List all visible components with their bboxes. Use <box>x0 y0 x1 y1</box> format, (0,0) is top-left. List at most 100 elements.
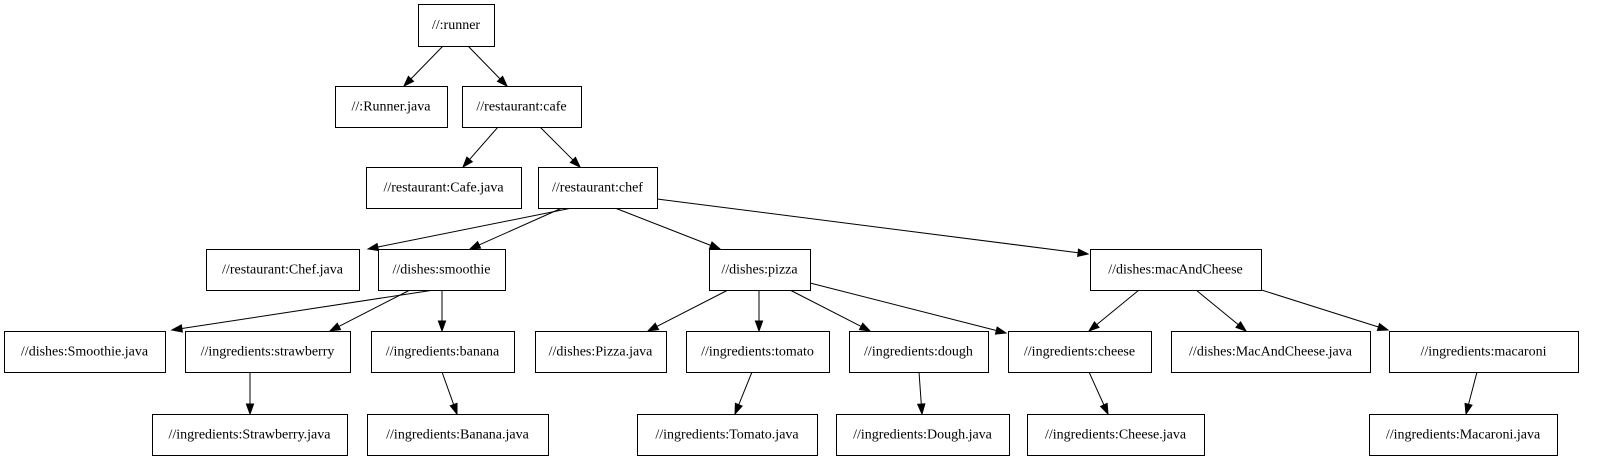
graph-edge <box>441 371 458 416</box>
node-box[interactable] <box>366 167 522 209</box>
graph-node-strawberry_java[interactable]: //ingredients:Strawberry.java <box>152 414 348 456</box>
edge-arrowhead <box>462 156 474 169</box>
node-label: //ingredients:Cheese.java <box>1045 428 1187 443</box>
graph-node-runner_java[interactable]: //:Runner.java <box>335 86 448 128</box>
node-box[interactable] <box>538 167 658 209</box>
graph-node-macaroni_java[interactable]: //ingredients:Macaroni.java <box>1369 414 1558 456</box>
edge-arrowhead <box>858 322 872 332</box>
edge-line <box>1088 371 1105 406</box>
node-box[interactable] <box>335 86 448 128</box>
node-box[interactable] <box>686 331 830 373</box>
node-label: //dishes:macAndCheese <box>1108 263 1243 278</box>
edge-line <box>1096 289 1140 326</box>
graph-node-tomato_java[interactable]: //ingredients:Tomato.java <box>637 414 818 456</box>
edge-line <box>918 371 922 405</box>
edge-line <box>441 371 455 405</box>
node-box[interactable] <box>637 414 818 456</box>
graph-node-dough_java[interactable]: //ingredients:Dough.java <box>836 414 1010 456</box>
graph-edge <box>328 289 411 332</box>
graph-node-restaurant_chef[interactable]: //restaurant:chef <box>538 167 658 209</box>
node-label: //restaurant:cafe <box>476 100 566 115</box>
node-label: //ingredients:dough <box>864 345 973 360</box>
graph-edge <box>614 207 722 250</box>
node-label: //ingredients:cheese <box>1024 345 1135 360</box>
node-label: //ingredients:tomato <box>701 345 814 360</box>
graph-node-ing_cheese[interactable]: //ingredients:cheese <box>1008 331 1152 373</box>
edge-line <box>614 207 711 246</box>
edge-arrowhead <box>916 403 926 416</box>
graph-node-macncheese_java[interactable]: //dishes:MacAndCheese.java <box>1171 331 1371 373</box>
node-label: //ingredients:Banana.java <box>386 428 529 443</box>
graph-edge <box>170 289 435 333</box>
node-box[interactable] <box>371 331 515 373</box>
node-label: //ingredients:Tomato.java <box>655 428 799 443</box>
node-box[interactable] <box>462 86 582 128</box>
edge-arrowhead <box>449 402 458 416</box>
graph-edge <box>462 126 499 169</box>
node-box[interactable] <box>152 414 348 456</box>
graph-node-ing_banana[interactable]: //ingredients:banana <box>371 331 515 373</box>
node-box[interactable] <box>4 331 166 373</box>
node-box[interactable] <box>1369 414 1558 456</box>
node-box[interactable] <box>367 414 549 456</box>
edge-line <box>539 126 574 161</box>
edge-arrowhead <box>1087 321 1100 332</box>
node-box[interactable] <box>1008 331 1152 373</box>
graph-node-banana_java[interactable]: //ingredients:Banana.java <box>367 414 549 456</box>
graph-edge <box>646 289 729 332</box>
graph-edge <box>402 45 444 88</box>
graph-node-smoothie_java[interactable]: //dishes:Smoothie.java <box>4 331 166 373</box>
node-box[interactable] <box>1389 331 1579 373</box>
graph-node-ing_tomato[interactable]: //ingredients:tomato <box>686 331 830 373</box>
edge-arrowhead <box>437 320 447 333</box>
node-box[interactable] <box>709 249 811 291</box>
graph-node-dishes_pizza[interactable]: //dishes:pizza <box>709 249 811 291</box>
graph-edge <box>366 207 573 252</box>
node-label: //ingredients:Macaroni.java <box>1386 428 1541 443</box>
edge-arrowhead <box>1235 321 1248 332</box>
edge-line <box>181 289 435 329</box>
graph-node-dishes_smoothie[interactable]: //dishes:smoothie <box>378 249 506 291</box>
node-box[interactable] <box>206 249 360 291</box>
node-box[interactable] <box>1171 331 1371 373</box>
node-label: //dishes:smoothie <box>393 263 491 278</box>
graph-edge <box>734 371 753 416</box>
graph-edge <box>1088 371 1109 416</box>
graph-node-cheese_java[interactable]: //ingredients:Cheese.java <box>1027 414 1205 456</box>
edge-line <box>1468 371 1478 405</box>
node-box[interactable] <box>1090 249 1262 291</box>
graph-node-cafe_java[interactable]: //restaurant:Cafe.java <box>366 167 522 209</box>
node-label: //dishes:MacAndCheese.java <box>1189 345 1353 360</box>
node-label: //:runner <box>432 18 481 33</box>
node-box[interactable] <box>1027 414 1205 456</box>
graph-node-ing_strawberry[interactable]: //ingredients:strawberry <box>185 331 351 373</box>
graph-edge <box>1251 286 1390 331</box>
graph-node-ing_macaroni[interactable]: //ingredients:macaroni <box>1389 331 1579 373</box>
edge-line <box>469 126 499 160</box>
edge-arrowhead <box>328 322 342 332</box>
graph-edge <box>1087 289 1140 332</box>
graph-node-ing_dough[interactable]: //ingredients:dough <box>849 331 989 373</box>
graph-node-runner[interactable]: //:runner <box>418 4 495 47</box>
node-label: //:Runner.java <box>352 100 432 115</box>
node-box[interactable] <box>535 331 667 373</box>
graph-edge <box>754 290 764 333</box>
edge-arrowhead <box>1077 248 1090 257</box>
edge-arrowhead <box>646 322 660 332</box>
graph-node-pizza_java[interactable]: //dishes:Pizza.java <box>535 331 667 373</box>
graph-node-dishes_macncheese[interactable]: //dishes:macAndCheese <box>1090 249 1262 291</box>
graph-node-chef_java[interactable]: //restaurant:Chef.java <box>206 249 360 291</box>
node-box[interactable] <box>836 414 1010 456</box>
edge-line <box>467 45 501 80</box>
node-box[interactable] <box>849 331 989 373</box>
edge-arrowhead <box>569 156 582 169</box>
graph-edge <box>1464 371 1478 416</box>
edge-line <box>478 207 563 246</box>
node-label: //dishes:Pizza.java <box>549 345 654 360</box>
node-box[interactable] <box>378 249 506 291</box>
graph-edge <box>789 289 872 332</box>
graph-node-restaurant_cafe[interactable]: //restaurant:cafe <box>462 86 582 128</box>
node-box[interactable] <box>418 4 495 47</box>
node-box[interactable] <box>185 331 351 373</box>
graph-edge <box>656 198 1090 257</box>
